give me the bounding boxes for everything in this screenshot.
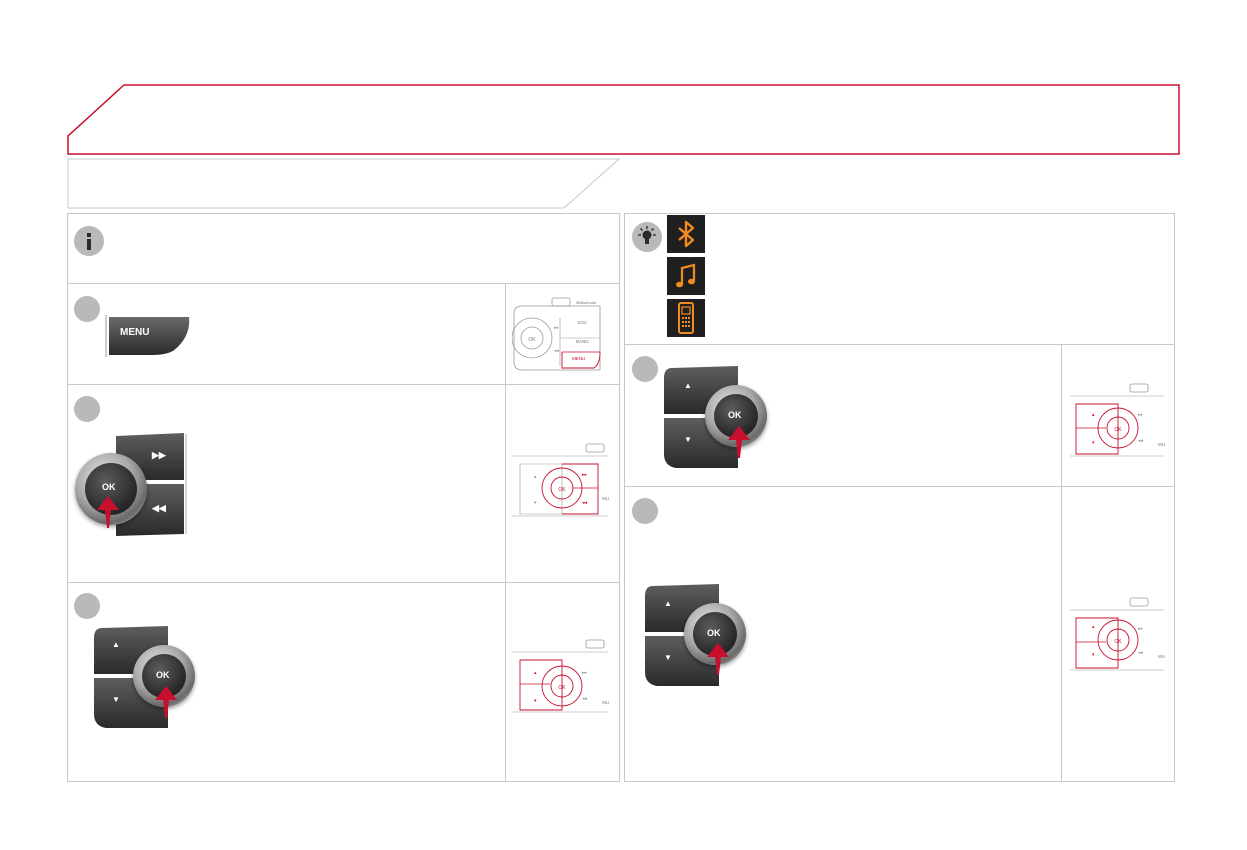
thumb-mu-label: MU [602,496,609,501]
press-arrow-icon [707,643,729,675]
svg-text:▾: ▾ [534,698,537,704]
ok-button-label: OK [707,628,721,638]
ok-button[interactable]: OK [75,453,147,525]
svg-text:◂◂: ◂◂ [1138,438,1144,444]
thumb-band-label: BAND [576,339,589,344]
svg-text:▸▸: ▸▸ [582,472,588,478]
music-note-icon [667,257,705,295]
press-arrow-icon [97,496,119,528]
thumb-bt-label: ⊕Bluetooth [576,300,596,305]
divider [624,344,1175,345]
up-key-label: ▲ [664,599,672,608]
tip-lightbulb-icon [632,222,662,252]
control-panel-thumbnail: OK ESC BAND MENU ⊕Bluetooth ▸▸ ◂◂ [512,297,601,371]
prev-track-label: ◀◀ [152,503,166,513]
up-key-label: ▲ [112,640,120,649]
press-arrow-icon [728,426,750,458]
thumb-mu-label: MU [1158,442,1165,447]
thumb-menu-label: MENU [572,356,585,361]
press-arrow-icon [155,686,177,718]
svg-text:◂◂: ◂◂ [582,696,588,702]
divider [67,582,620,583]
thumb-ok-label: OK [558,487,566,493]
right-instruction-panel [624,213,1175,782]
menu-key-label: MENU [120,327,150,338]
divider [1061,344,1062,782]
next-track-label: ▶▶ [152,450,166,460]
step-number-badge [632,498,658,524]
control-panel-thumbnail: OK ▴ ▾ ▸▸ ◂◂ MU [512,639,609,713]
divider [67,384,620,385]
svg-text:▴: ▴ [534,670,537,676]
divider [624,486,1175,487]
thumb-ok-label: OK [1114,639,1122,645]
step-number-badge [74,296,100,322]
svg-text:◂◂: ◂◂ [582,500,588,506]
step-number-badge [74,396,100,422]
svg-text:▸▸: ▸▸ [554,325,560,331]
svg-text:▾: ▾ [1092,652,1095,658]
ok-button-label: OK [156,670,170,680]
step-number-badge [632,356,658,382]
thumb-ok-label: OK [528,337,536,343]
svg-text:▸▸: ▸▸ [582,670,588,676]
section-title-tab [67,158,621,209]
svg-text:▴: ▴ [534,474,537,480]
control-panel-thumbnail: OK ▴ ▾ ▸▸ ◂◂ MU [1070,597,1165,671]
thumb-mu-label: MU [1158,654,1165,659]
mobile-phone-icon [667,299,705,337]
ok-button-label: OK [728,410,742,420]
thumb-ok-label: OK [1114,427,1122,433]
divider [67,283,620,284]
control-panel-thumbnail: OK ▴ ▾ ▸▸ ◂◂ MU [1070,383,1165,457]
svg-text:▾: ▾ [534,500,537,506]
thumb-ok-label: OK [558,685,566,691]
svg-text:▴: ▴ [1092,412,1095,418]
menu-key[interactable]: MENU [103,313,193,357]
bluetooth-icon [667,215,705,253]
svg-text:◂◂: ◂◂ [554,348,560,354]
up-key-label: ▲ [684,381,692,390]
thumb-mu-label: MU [602,700,609,705]
svg-text:▾: ▾ [1092,440,1095,446]
down-key-label: ▼ [112,695,120,704]
svg-text:◂◂: ◂◂ [1138,650,1144,656]
down-key-label: ▼ [684,435,692,444]
thumb-esc-label: ESC [578,320,588,325]
down-key-label: ▼ [664,653,672,662]
svg-text:▸▸: ▸▸ [1138,412,1144,418]
info-icon [74,226,104,256]
control-panel-thumbnail: OK ▸▸ ◂◂ ▴ ▾ MU [512,443,609,517]
svg-text:▴: ▴ [1092,624,1095,630]
divider [505,283,506,782]
step-number-badge [74,593,100,619]
svg-text:▸▸: ▸▸ [1138,626,1144,632]
ok-button-label: OK [102,482,116,492]
chapter-header-band [67,84,1180,155]
